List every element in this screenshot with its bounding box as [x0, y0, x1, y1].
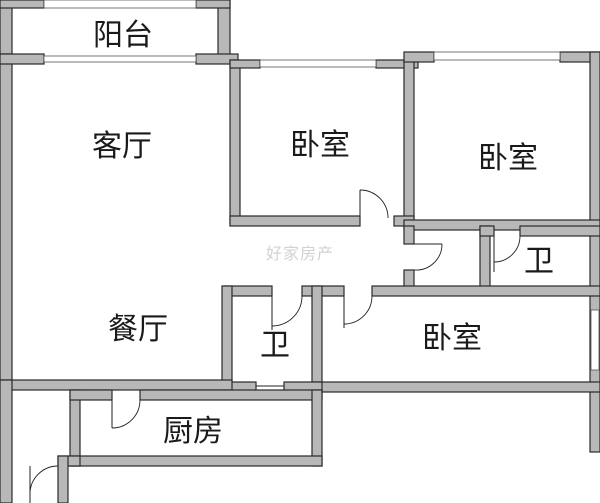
- room-label-balcony: 阳台: [93, 18, 153, 53]
- room-label-bedroom-2: 卧室: [478, 141, 538, 176]
- room-label-living-room: 客厅: [92, 129, 152, 164]
- room-label-bathroom-2: 卫: [524, 244, 554, 279]
- room-label-bedroom-3: 卧室: [422, 321, 482, 356]
- room-label-bathroom-1: 卫: [260, 328, 290, 363]
- doors: [29, 189, 521, 503]
- watermark: 好家房产: [265, 244, 335, 263]
- room-label-kitchen: 厨房: [163, 414, 223, 449]
- room-label-bedroom-1: 卧室: [290, 128, 350, 163]
- room-label-dining-room: 餐厅: [108, 312, 168, 347]
- windows: [43, 0, 600, 371]
